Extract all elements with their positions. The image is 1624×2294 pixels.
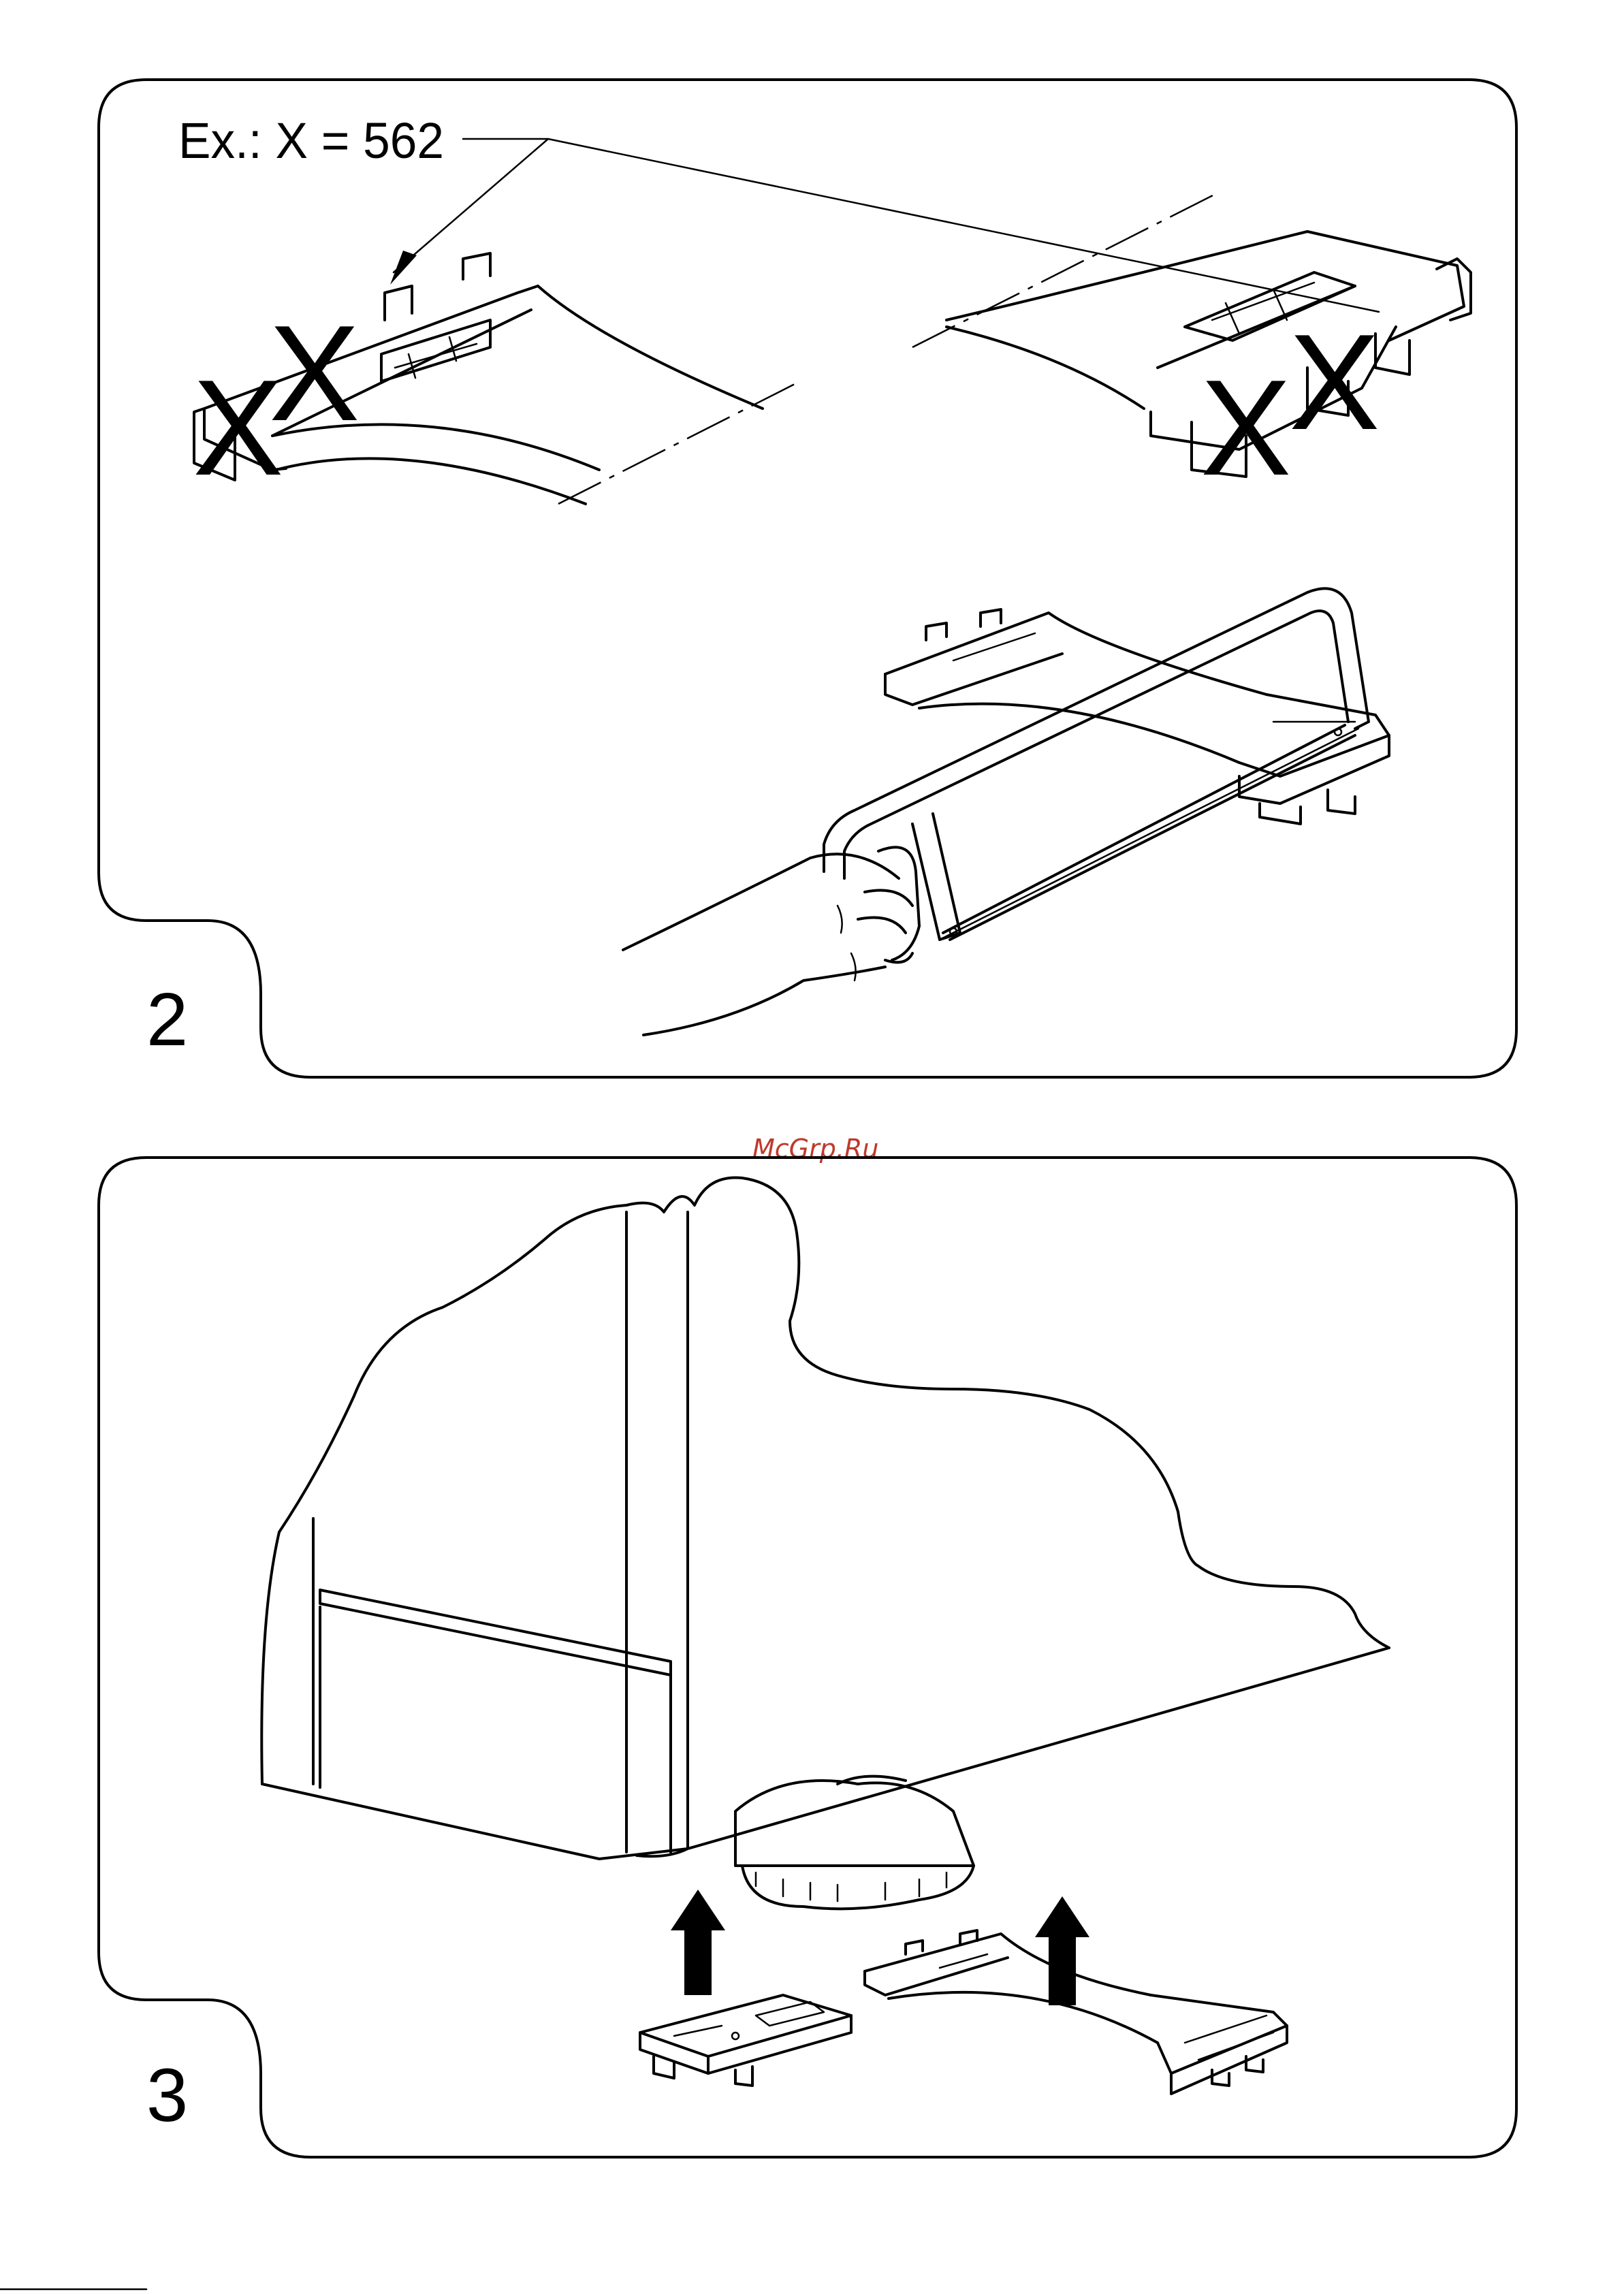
hand xyxy=(623,847,919,1035)
cut-line-left xyxy=(558,381,800,504)
watermark: McGrp.Ru xyxy=(752,1134,878,1164)
refrigerator-cabinet xyxy=(261,1178,1389,1860)
panel-2: Ex.: X = 562 xyxy=(99,80,1516,1077)
callout-label: Ex.: X = 562 xyxy=(178,112,444,169)
step-number-2: 2 xyxy=(146,978,188,1062)
callout-arrowhead xyxy=(390,251,417,285)
up-arrow-left xyxy=(671,1890,725,1995)
adjustable-foot xyxy=(735,1777,974,1909)
cut-mark-4: X xyxy=(1289,306,1380,458)
hacksaw xyxy=(824,588,1369,940)
rail-being-sawn xyxy=(885,609,1389,824)
callout-leader xyxy=(394,139,1379,312)
cut-mark-3: X xyxy=(1200,352,1291,504)
panel-3-frame xyxy=(99,1158,1516,2157)
cut-line-right xyxy=(912,194,1215,347)
panel-3: 3 xyxy=(99,1158,1516,2157)
short-clip xyxy=(640,1995,851,2086)
panel-2-frame xyxy=(99,80,1516,1077)
step-number-3: 3 xyxy=(146,2054,188,2137)
cut-mark-2: X xyxy=(269,298,360,449)
up-arrow-right xyxy=(1035,1896,1089,2005)
